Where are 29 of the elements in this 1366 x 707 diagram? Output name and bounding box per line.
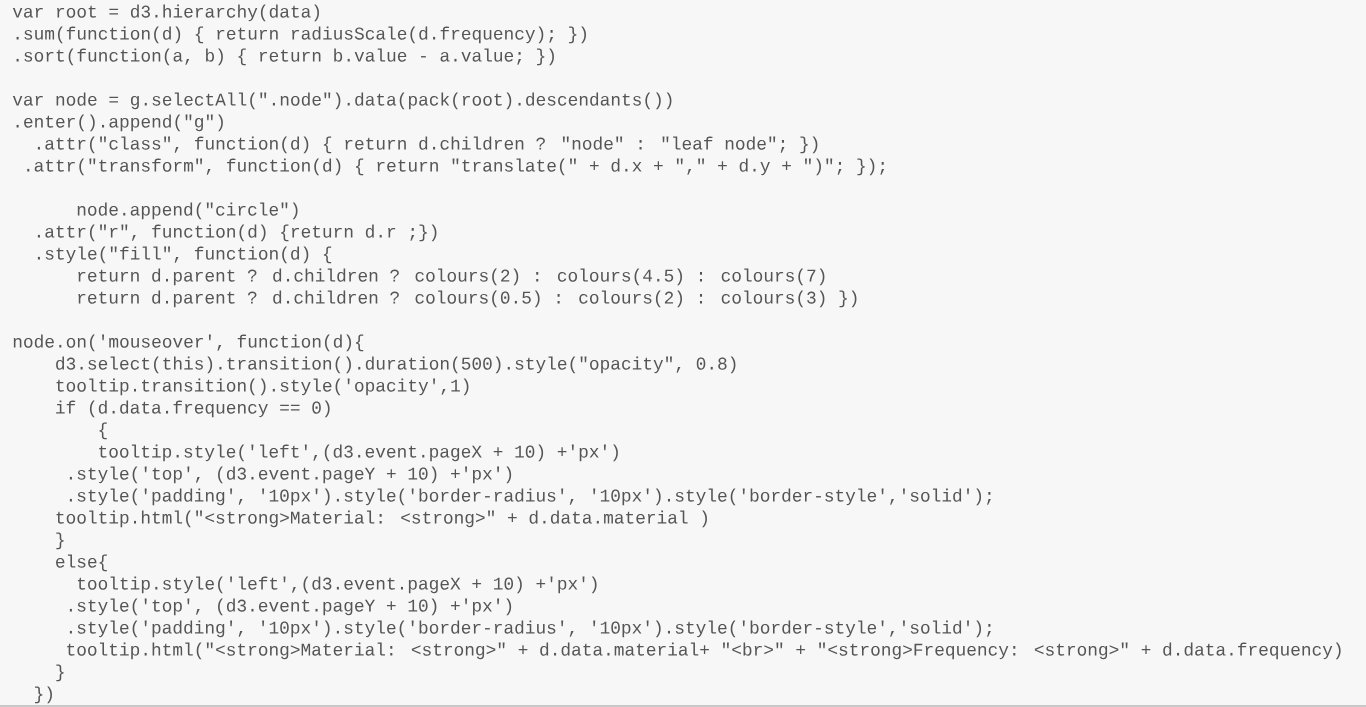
code-line: return d.parent ? d.children ? colours(0.5) : colours(2) : colours(3) }) bbox=[78, 290, 857, 308]
code-line: tooltip.html("<strong>Material: <strong>" + d.data.material ) bbox=[56, 510, 707, 528]
code-line: .attr("transform", function(d) { return "translate(" + d.x + "," + d.y + ")"; }); bbox=[27, 158, 885, 176]
code-line: d3.select(this).transition().duration(500).style("opacity", 0.8) bbox=[56, 356, 736, 374]
code-line: .sum(function(d) { return radiusScale(d.frequency); }) bbox=[16, 26, 586, 44]
code-line: } bbox=[56, 664, 64, 682]
code-line: .attr("r", function(d) {return d.r ;}) bbox=[37, 224, 437, 242]
code-line: { bbox=[99, 422, 107, 440]
code-line: var root = d3.hierarchy(data) bbox=[12, 4, 319, 22]
code-line: tooltip.style('left',(d3.event.pageX + 10) +'px') bbox=[99, 444, 618, 462]
code-line: tooltip.transition().style('opacity',1) bbox=[56, 378, 469, 396]
code-line: .style('padding', '10px').style('border-radius', '10px').style('border-style','solid'); bbox=[69, 620, 991, 638]
code-line: tooltip.html("<strong>Material: <strong>" + d.data.material+ "<br>" + "<strong>Frequency: <strong>" + d.data.frequency) bbox=[67, 642, 1341, 660]
code-line: if (d.data.frequency == 0) bbox=[56, 400, 330, 418]
code-line: } bbox=[56, 532, 64, 550]
code-line: .enter().append("g") bbox=[16, 114, 223, 132]
code-line: .style('top', (d3.event.pageY + 10) +'px') bbox=[69, 466, 512, 484]
code-line: node.append("circle") bbox=[77, 202, 298, 220]
code-line: return d.parent ? d.children ? colours(2) : colours(4.5) : colours(7) bbox=[78, 268, 825, 286]
code-line: .style("fill", function(d) { bbox=[37, 246, 332, 264]
code-line: .sort(function(a, b) { return b.value - a.value; }) bbox=[16, 48, 554, 66]
code-line: .attr("class", function(d) { return d.children ? "node" : "leaf node"; }) bbox=[37, 136, 818, 154]
code-line: var node = g.selectAll(".node").data(pack(root).descendants()) bbox=[12, 92, 672, 110]
code-line: node.on('mouseover', function(d){ bbox=[13, 334, 364, 352]
code-line: .style('top', (d3.event.pageY + 10) +'px') bbox=[69, 598, 512, 616]
code-line: else{ bbox=[56, 554, 107, 572]
code-line: tooltip.style('left',(d3.event.pageX + 10) +'px') bbox=[77, 576, 597, 594]
code-line: .style('padding', '10px').style('border-radius', '10px').style('border-style','solid'); bbox=[69, 488, 991, 506]
code-line: }) bbox=[35, 686, 52, 704]
